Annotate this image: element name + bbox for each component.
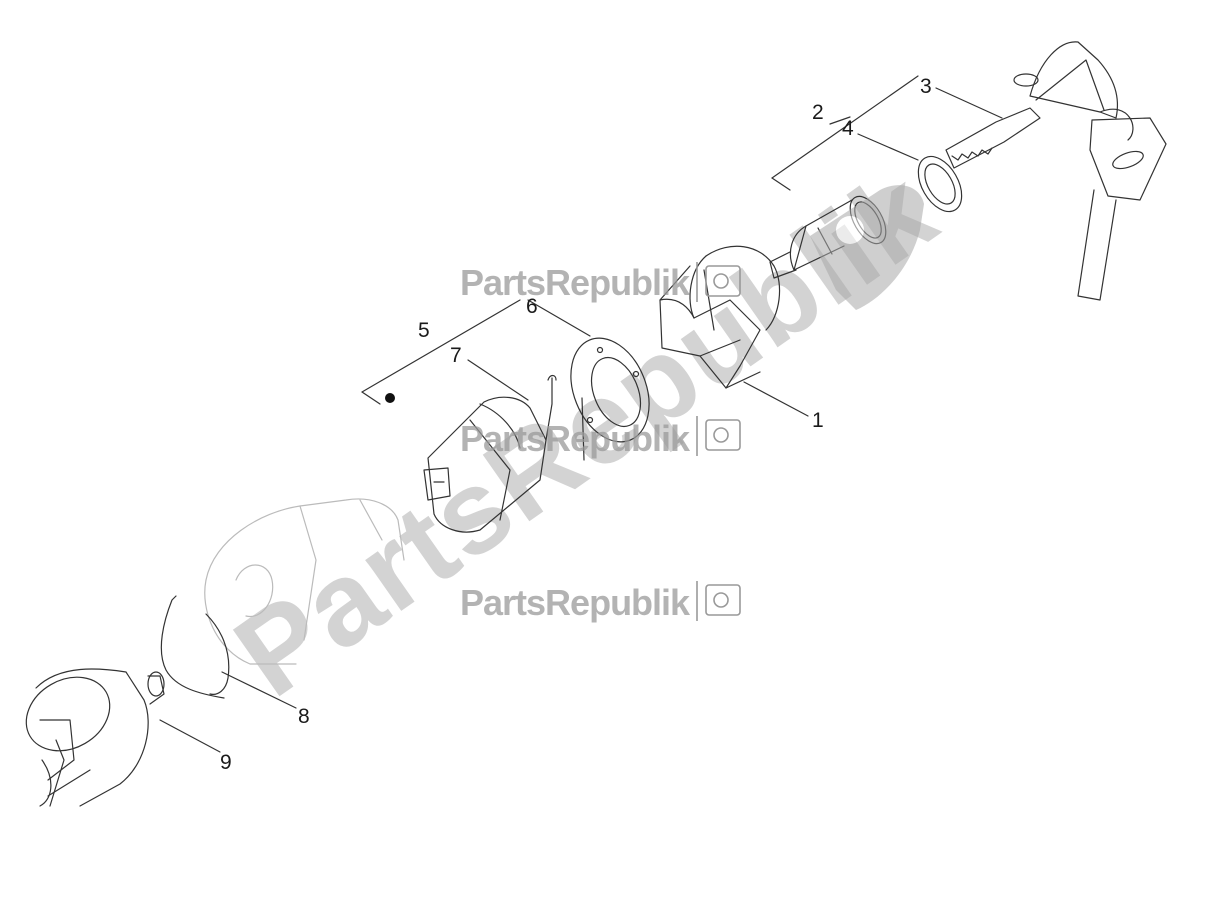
callout-7: 7 [450,344,462,367]
gear-icon [696,262,741,621]
pins-part [545,374,585,461]
callout-2: 2 [812,101,824,124]
leader-8 [221,671,297,709]
callout-5: 5 [418,319,430,342]
watermark-brand-1: PartsRepublik [460,262,690,303]
callout-1: 1 [812,409,824,432]
sleeve-ghost-part [204,498,405,665]
leader-3 [935,87,1003,119]
watermark-brand-2: PartsRepublik [460,418,690,459]
callout-6: 6 [526,295,538,318]
callout-8: 8 [298,705,310,728]
leader-bracket-2 [771,75,919,191]
spring-clip-part [160,595,230,699]
cap-part [25,668,165,807]
flag-icon [810,185,924,310]
callout-3: 3 [920,75,932,98]
leader-9 [159,719,221,753]
watermark-brand-3: PartsRepublik [460,582,690,623]
callout-9: 9 [220,751,232,774]
leader-1 [743,381,809,417]
callout-4: 4 [842,117,854,140]
leader-4 [857,133,919,161]
ring-part [917,155,963,213]
leader-bracket-5 [361,299,591,405]
key-part [945,41,1167,301]
switch-body-part [423,396,547,533]
bullet-marker [385,393,395,403]
flange-ring-part [570,337,650,443]
